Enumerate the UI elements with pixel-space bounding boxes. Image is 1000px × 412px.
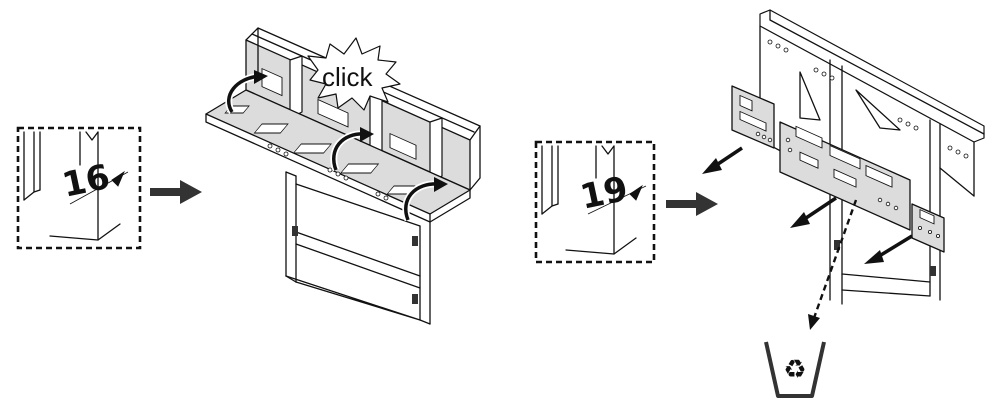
- exploded-frame-assembly: [702, 9, 985, 330]
- click-callout: click: [307, 37, 401, 111]
- step-number-16: 16: [59, 157, 114, 206]
- right-arrow-icon: [666, 192, 718, 216]
- click-label: click: [322, 62, 374, 92]
- detail-box-step-19: 19: [534, 140, 656, 264]
- removal-arrow: [875, 234, 913, 260]
- detail-box-step-16: 16: [16, 126, 142, 250]
- mounting-frame-assembly: click: [205, 27, 481, 325]
- right-arrow-icon: [150, 180, 202, 204]
- svg-text:♻: ♻: [783, 355, 806, 385]
- discard-arrow: [812, 199, 858, 319]
- curved-rotate-arrow-icon: [330, 127, 374, 172]
- step-number-19: 19: [577, 169, 632, 218]
- curved-rotate-arrow-icon: [402, 177, 448, 222]
- recycle-bin-icon: ♻: [764, 341, 826, 398]
- curved-rotate-arrow-icon: [225, 70, 268, 114]
